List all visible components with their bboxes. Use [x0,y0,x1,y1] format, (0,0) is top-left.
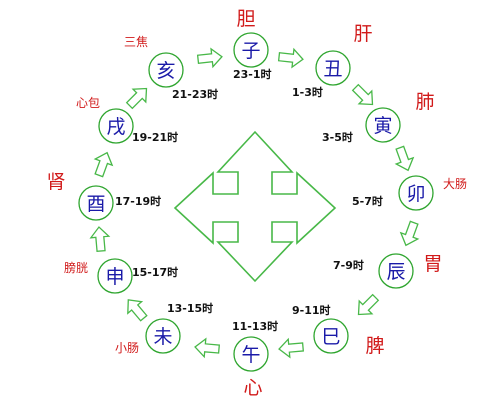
branch-circle [97,258,133,294]
time-range-label: 19-21时 [132,130,178,144]
cycle-node: 寅 3-5时 肺 [322,91,435,144]
branch-circle [145,318,181,354]
earthly-branch-label: 未 [153,326,172,348]
cycle-node: 酉 17-19时 肾 [46,171,161,221]
earthly-branch-label: 辰 [386,261,405,283]
four-way-arrow-icon [173,130,337,283]
branch-circle [148,52,184,88]
branch-circle [313,318,349,354]
flow-arrow-icon [277,337,305,359]
branch-circle [78,185,114,221]
organ-label: 小肠 [115,341,139,355]
earthly-branch-label: 巳 [321,326,340,348]
organ-label: 胆 [236,8,255,30]
cycle-node: 亥 21-23时 三焦 [124,35,218,101]
earthly-branch-label: 戌 [106,116,125,138]
branch-circle [233,336,269,372]
time-range-label: 5-7时 [352,194,383,208]
earthly-branch-label: 亥 [156,60,175,82]
earthly-branch-label: 丑 [323,58,342,80]
flow-arrow-icon [120,293,152,325]
organ-label: 膀胱 [64,260,88,275]
time-range-label: 17-19时 [115,194,161,208]
organ-label: 肾 [46,171,65,193]
organ-label: 心 [243,377,262,399]
time-range-label: 3-5时 [322,130,353,144]
flow-arrow-icon [89,225,111,253]
branch-circle [98,108,134,144]
time-range-label: 15-17时 [132,265,178,279]
flow-arrow-icon [348,80,380,112]
earthly-branch-label: 申 [105,266,124,288]
organ-label: 三焦 [124,35,148,49]
cycle-node: 辰 7-9时 胃 [333,253,443,289]
earthly-branch-label: 酉 [86,193,105,215]
branch-circle [398,175,434,211]
earthly-branch-label: 寅 [373,115,392,137]
branch-circle [365,107,401,143]
branch-circle [378,253,414,289]
cycle-node: 子 23-1时 胆 [233,8,272,81]
organ-label: 大肠 [443,177,467,191]
flow-arrow-icon [351,290,383,322]
organ-label: 肝 [353,23,372,45]
time-range-label: 9-11时 [292,303,331,317]
time-range-label: 7-9时 [333,258,364,272]
flow-arrow-icon [193,337,221,359]
time-range-label: 11-13时 [232,319,278,333]
cycle-node: 丑1-3时 肝 [292,23,373,99]
branch-circle [233,32,269,68]
cycle-node: 戌 19-21时 心包 [76,96,178,144]
flow-arrow-icon [196,47,224,69]
cycle-node: 申 15-17时 膀胱 [64,258,178,294]
time-range-label: 21-23时 [172,87,218,101]
organ-label: 胃 [423,253,442,275]
flow-arrow-icon [396,218,424,250]
earthly-branch-label: 子 [241,40,260,62]
cycle-node: 卯 5-7时 大肠 [352,175,467,211]
time-range-label: 13-15时 [167,301,213,315]
organ-label: 脾 [365,335,384,357]
organ-label: 心包 [76,96,100,110]
flow-arrow-icon [89,148,117,180]
time-range-label: 23-1时 [233,67,272,81]
branch-circle [315,50,351,86]
earthly-branch-label: 卯 [406,183,425,205]
flow-arrow-icon [277,47,305,69]
flow-arrow-icon [122,81,154,113]
time-range-label: 1-3时 [292,85,323,99]
organ-label: 肺 [415,91,434,113]
earthly-branch-label: 午 [241,344,260,366]
flow-arrow-icon [390,143,418,175]
